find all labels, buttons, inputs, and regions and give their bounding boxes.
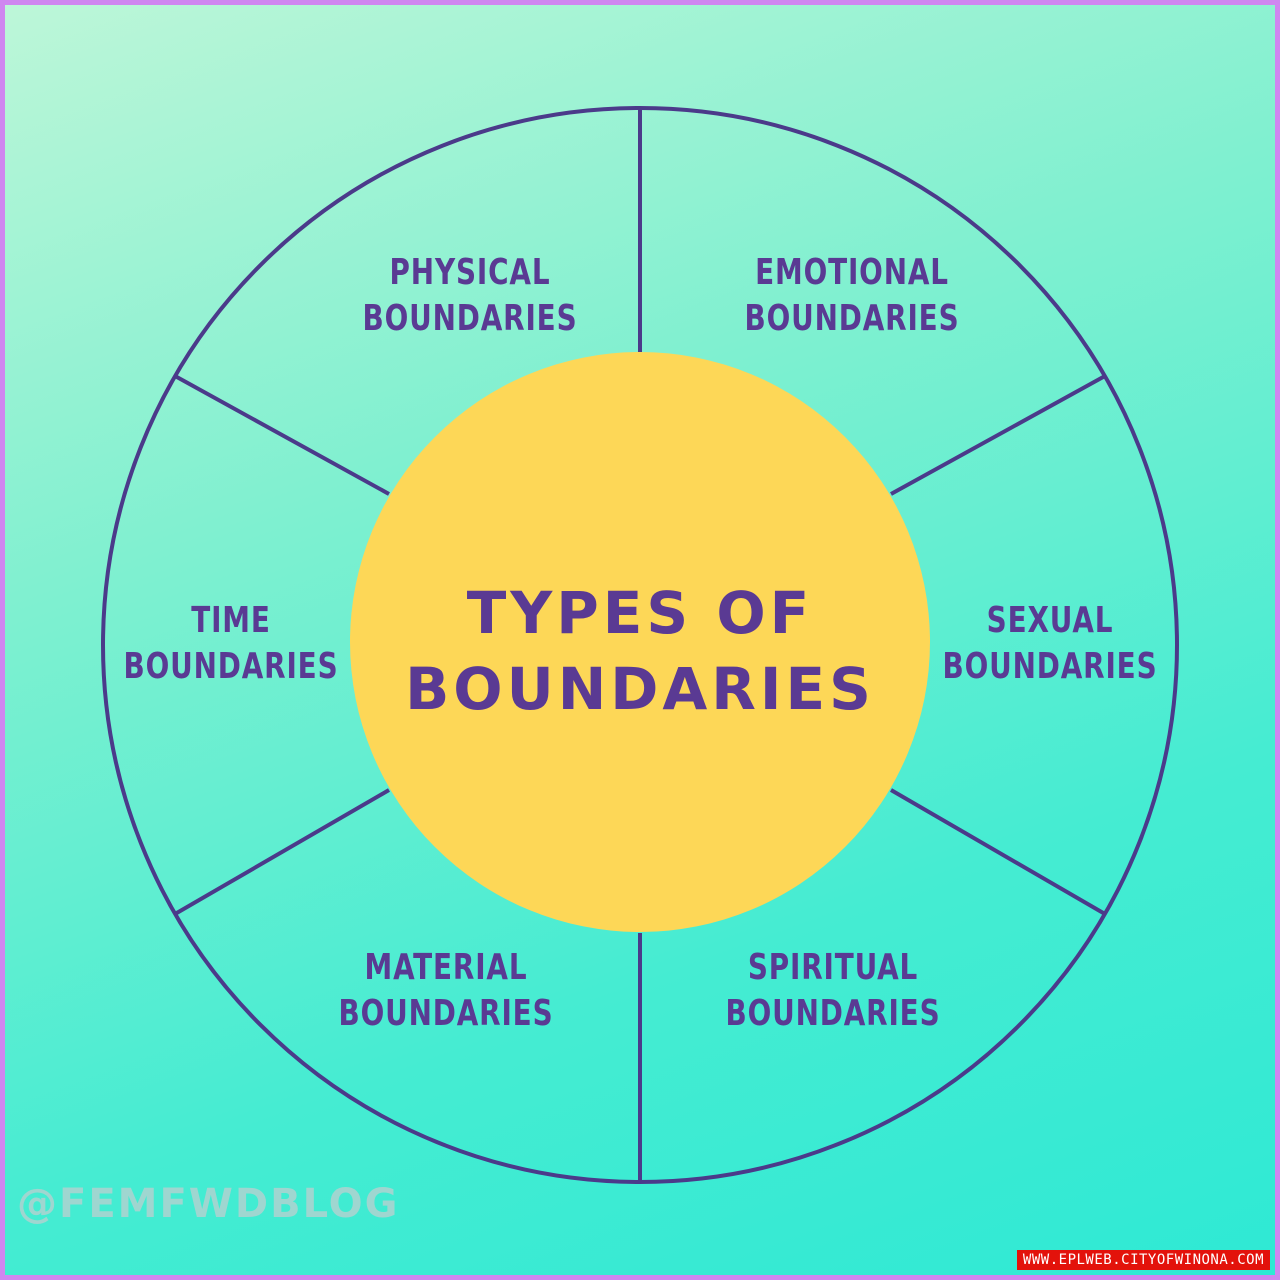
social-handle: @FEMFWDBLOG [17,1181,400,1227]
segment-label-line2: BOUNDARIES [338,993,554,1034]
diagram-canvas: PHYSICAL BOUNDARIES EMOTIONAL BOUNDARIES… [5,5,1275,1275]
divider-upper-left [174,374,390,496]
segment-label-line1: EMOTIONAL [755,252,949,293]
segment-label-line2: BOUNDARIES [744,298,960,339]
segment-emotional: EMOTIONAL BOUNDARIES [723,250,981,342]
center-title-line2: BOUNDARIES [405,655,875,723]
segment-label-line1: SEXUAL [986,600,1114,641]
watermark-url: WWW.EPLWEB.CITYOFWINONA.COM [1016,1250,1270,1270]
segment-label-line2: BOUNDARIES [942,646,1158,687]
segment-label-line1: PHYSICAL [389,252,551,293]
divider-lower-left [173,788,391,916]
segment-label-line2: BOUNDARIES [725,993,941,1034]
center-title-line1: TYPES OF [466,579,814,647]
center-title: TYPES OF BOUNDARIES [350,575,930,727]
segment-label-line1: MATERIAL [364,947,528,988]
segment-material: MATERIAL BOUNDARIES [317,945,575,1037]
segment-label-line1: TIME [191,600,271,641]
boundaries-wheel [101,106,1179,1184]
segment-spiritual: SPIRITUAL BOUNDARIES [704,945,962,1037]
segment-physical: PHYSICAL BOUNDARIES [341,250,599,342]
center-circle [350,352,930,932]
divider-upper-right [890,374,1106,496]
segment-time: TIME BOUNDARIES [102,598,360,690]
segment-label-line2: BOUNDARIES [362,298,578,339]
segment-sexual: SEXUAL BOUNDARIES [921,598,1179,690]
divider-lower-right [889,788,1107,916]
segment-label-line1: SPIRITUAL [747,947,919,988]
segment-label-line2: BOUNDARIES [123,646,339,687]
